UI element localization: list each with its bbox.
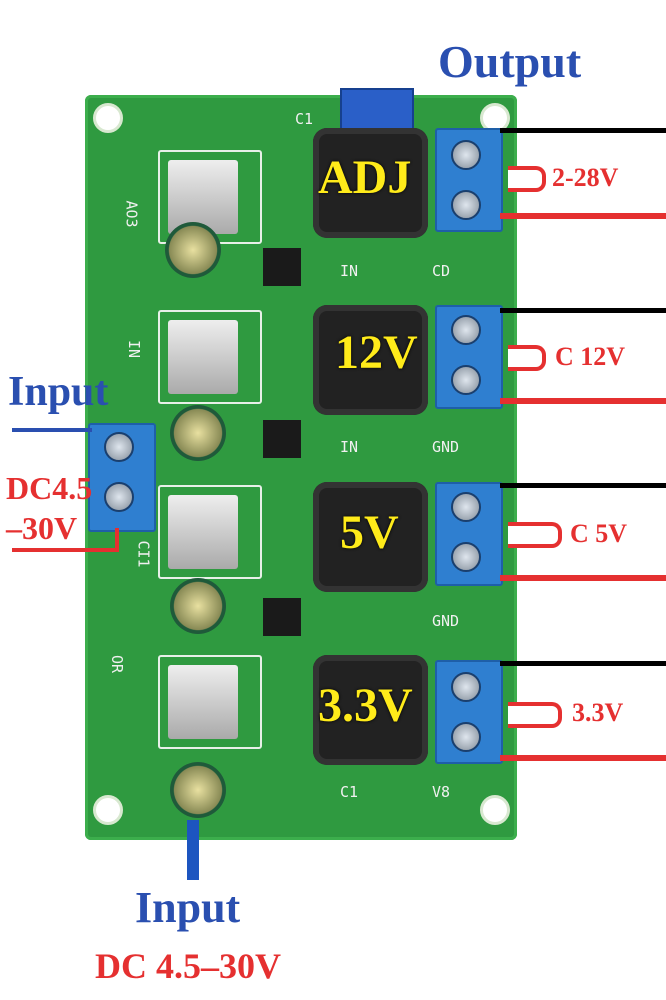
regulator-tab: [168, 665, 238, 739]
screw: [451, 722, 481, 752]
silk-label: V8: [432, 783, 451, 801]
capacitor: [165, 222, 221, 278]
regulator-ic: [158, 655, 262, 749]
wire-negative: [500, 128, 666, 133]
inductor: [313, 655, 428, 765]
silk-label: C1: [295, 110, 314, 128]
output-voltage-label: C 12V: [555, 342, 626, 371]
screw: [451, 672, 481, 702]
mounting-hole: [480, 795, 510, 825]
capacitor: [170, 762, 226, 818]
input-wire-positive: [12, 548, 118, 552]
output-voltage-label: 2-28V: [552, 163, 619, 192]
silk-label: IN: [340, 262, 359, 280]
module-label-3v3: 3.3V: [318, 679, 413, 732]
diode: [263, 248, 301, 286]
capacitor: [170, 578, 226, 634]
screw: [104, 432, 134, 462]
silk-label: GND: [432, 612, 460, 630]
arrow-icon: [508, 345, 546, 371]
input-wire-negative: [12, 428, 92, 432]
silk-label: IN: [125, 339, 144, 359]
diode: [263, 420, 301, 458]
silk-label: OR: [108, 654, 127, 674]
screw: [451, 140, 481, 170]
wire-negative: [500, 483, 666, 488]
inductor: [313, 482, 428, 592]
module-label-12v: 12V: [335, 326, 418, 379]
screw: [451, 190, 481, 220]
silk-label: CD: [432, 262, 451, 280]
input-voltage-left: DC4.5: [6, 470, 93, 506]
wire-positive: [500, 213, 666, 219]
input-title-left: Input: [8, 369, 109, 415]
input-voltage-left: –30V: [6, 510, 78, 546]
input-title-bottom: Input: [135, 883, 241, 932]
regulator-tab: [168, 320, 238, 394]
mounting-hole: [93, 795, 123, 825]
regulator-tab: [168, 495, 238, 569]
screw: [451, 492, 481, 522]
silk-label: AO3: [122, 200, 141, 228]
screw: [451, 365, 481, 395]
input-wire-positive: [115, 528, 119, 552]
regulator-tab: [168, 160, 238, 234]
regulator-ic: [158, 485, 262, 579]
wire-positive: [500, 575, 666, 581]
input-pin: [187, 820, 199, 880]
wire-negative: [500, 308, 666, 313]
regulator-ic: [158, 310, 262, 404]
module-label-adj: ADJ: [318, 151, 412, 204]
wire-positive: [500, 398, 666, 404]
screw: [451, 315, 481, 345]
diode: [263, 598, 301, 636]
inductor: [313, 305, 428, 415]
silk-label: C1: [340, 783, 359, 801]
input-voltage-bottom: DC 4.5–30V: [95, 946, 281, 986]
arrow-icon: [508, 702, 562, 728]
screw: [451, 542, 481, 572]
silk-label: IN: [340, 438, 359, 456]
silk-label: GND: [432, 438, 460, 456]
screw: [104, 482, 134, 512]
inductor: [313, 128, 428, 238]
output-voltage-label: 3.3V: [572, 698, 624, 727]
silk-label: CI1: [134, 540, 153, 568]
capacitor: [170, 405, 226, 461]
wire-negative: [500, 661, 666, 666]
arrow-icon: [508, 166, 546, 192]
wire-positive: [500, 755, 666, 761]
trimmer-potentiometer: [340, 88, 414, 132]
arrow-icon: [508, 522, 562, 548]
output-voltage-label: C 5V: [570, 519, 628, 548]
module-label-5v: 5V: [340, 506, 399, 559]
output-title: Output: [438, 36, 582, 87]
mounting-hole: [93, 103, 123, 133]
